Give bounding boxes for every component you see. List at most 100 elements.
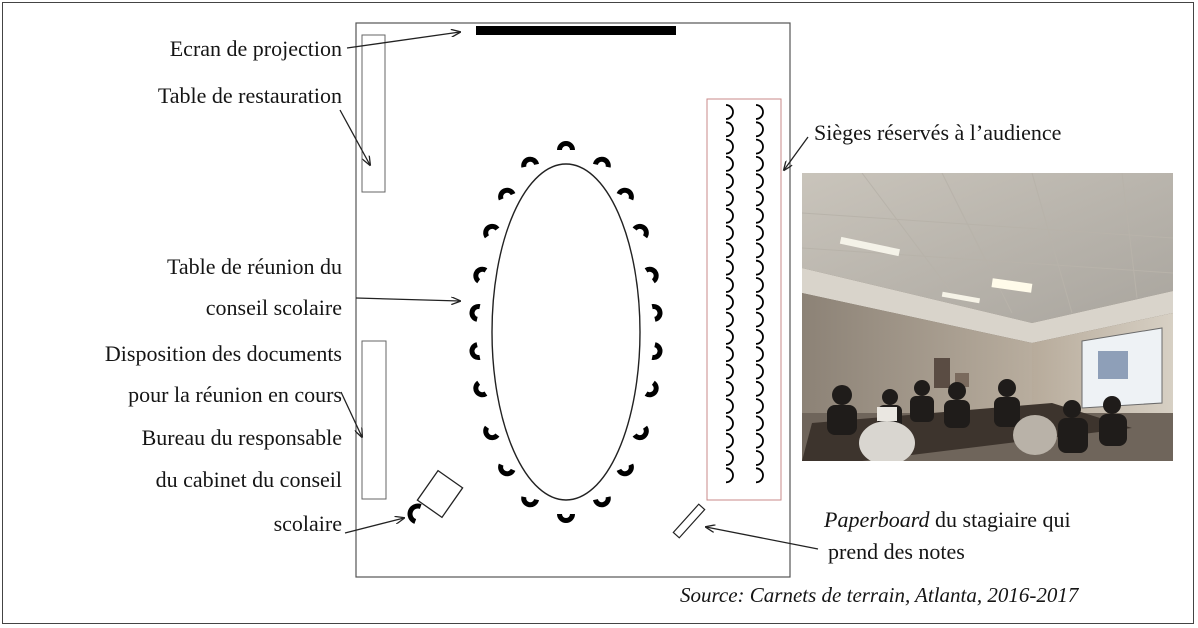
audience-seat xyxy=(725,138,734,155)
documents-table xyxy=(361,340,387,500)
label-paperboard-italic: Paperboard xyxy=(824,507,930,532)
audience-seat xyxy=(755,207,764,224)
board-seat xyxy=(521,496,540,508)
audience-seat xyxy=(755,121,764,138)
board-seat xyxy=(644,266,659,284)
audience-seat xyxy=(725,173,734,190)
arrow-paperboard xyxy=(706,527,819,550)
audience-seat xyxy=(725,259,734,276)
office-desk xyxy=(416,469,464,519)
board-seat xyxy=(483,425,500,441)
audience-seat xyxy=(755,242,764,259)
audience-seat xyxy=(755,294,764,311)
label-catering-table: Table de restauration xyxy=(157,83,342,108)
board-table xyxy=(491,163,641,501)
audience-seat xyxy=(725,156,734,172)
label-documents-line2: pour la réunion en cours xyxy=(128,382,342,407)
label-documents-line1: Disposition des documents xyxy=(104,341,342,366)
board-seat xyxy=(632,223,649,239)
audience-seat xyxy=(725,398,734,414)
room-outline xyxy=(355,22,791,578)
board-seat xyxy=(616,187,634,201)
board-seat xyxy=(592,496,611,508)
audience-seat xyxy=(725,311,734,328)
audience-seat xyxy=(755,311,764,328)
audience-seat xyxy=(725,190,734,207)
board-seat xyxy=(469,304,481,322)
audience-seat xyxy=(755,104,764,120)
audience-seat xyxy=(725,415,734,432)
audience-seat xyxy=(755,467,764,484)
catering-table xyxy=(361,34,386,193)
arrow-board-table xyxy=(355,298,460,301)
audience-seat xyxy=(755,363,764,380)
board-seat xyxy=(644,380,659,398)
label-board-table-line2: conseil scolaire xyxy=(205,295,342,320)
audience-seat xyxy=(725,380,734,397)
label-office-line2: du cabinet du conseil xyxy=(155,467,342,492)
label-audience-seats: Sièges réservés à l’audience xyxy=(814,120,1062,145)
board-seat xyxy=(469,342,481,360)
audience-seat xyxy=(725,225,734,241)
audience-seat xyxy=(755,190,764,207)
paperboard xyxy=(672,503,706,539)
audience-seat xyxy=(755,138,764,155)
audience-seat xyxy=(725,294,734,311)
audience-seat xyxy=(755,398,764,414)
board-seat xyxy=(498,187,516,201)
audience-seat xyxy=(725,207,734,224)
arrow-documents xyxy=(340,391,362,437)
label-office-line3: scolaire xyxy=(273,511,342,536)
audience-seat xyxy=(755,450,764,466)
audience-seat xyxy=(725,467,734,484)
board-seat xyxy=(557,513,575,523)
label-paperboard-line1: Paperboard du stagiaire qui xyxy=(824,506,1071,534)
audience-seat xyxy=(725,346,734,363)
board-seat xyxy=(557,141,575,151)
board-seat xyxy=(483,223,500,239)
office-chair-seat xyxy=(407,503,422,524)
board-seat xyxy=(498,463,516,477)
board-seat xyxy=(651,342,663,360)
board-seat xyxy=(473,266,488,284)
arrow-audience xyxy=(784,136,809,170)
arrow-catering xyxy=(339,109,370,165)
audience-seat xyxy=(725,121,734,138)
board-seat xyxy=(592,156,611,168)
audience-area xyxy=(706,98,782,501)
audience-seat xyxy=(755,156,764,172)
arrow-projection xyxy=(346,32,460,49)
label-paperboard-rest: du stagiaire qui xyxy=(929,507,1071,532)
label-paperboard-line2: prend des notes xyxy=(828,539,965,564)
audience-seat xyxy=(725,277,734,293)
board-seat xyxy=(616,463,634,477)
audience-seat xyxy=(755,277,764,293)
audience-seat xyxy=(725,363,734,380)
label-office-line1: Bureau du responsable xyxy=(141,425,342,450)
audience-seat xyxy=(755,329,764,345)
label-board-table-line1: Table de réunion du xyxy=(166,254,342,279)
projection-screen-bar xyxy=(476,26,676,35)
board-seat xyxy=(632,425,649,441)
audience-seat xyxy=(755,173,764,190)
audience-seat xyxy=(755,432,764,449)
board-seat xyxy=(651,304,663,322)
audience-seat xyxy=(755,415,764,432)
audience-seat xyxy=(755,380,764,397)
office-chair xyxy=(407,503,422,524)
audience-seat xyxy=(725,242,734,259)
audience-seat xyxy=(755,225,764,241)
audience-seat xyxy=(755,346,764,363)
label-projection-screen: Ecran de projection xyxy=(169,36,342,61)
audience-seat xyxy=(725,329,734,345)
audience-seat xyxy=(725,450,734,466)
audience-seat xyxy=(725,432,734,449)
board-seats xyxy=(469,141,663,523)
arrow-office xyxy=(344,518,404,534)
board-seat xyxy=(521,156,540,168)
meeting-room-photo xyxy=(802,173,1173,461)
audience-seat xyxy=(755,259,764,276)
audience-seat xyxy=(725,104,734,120)
